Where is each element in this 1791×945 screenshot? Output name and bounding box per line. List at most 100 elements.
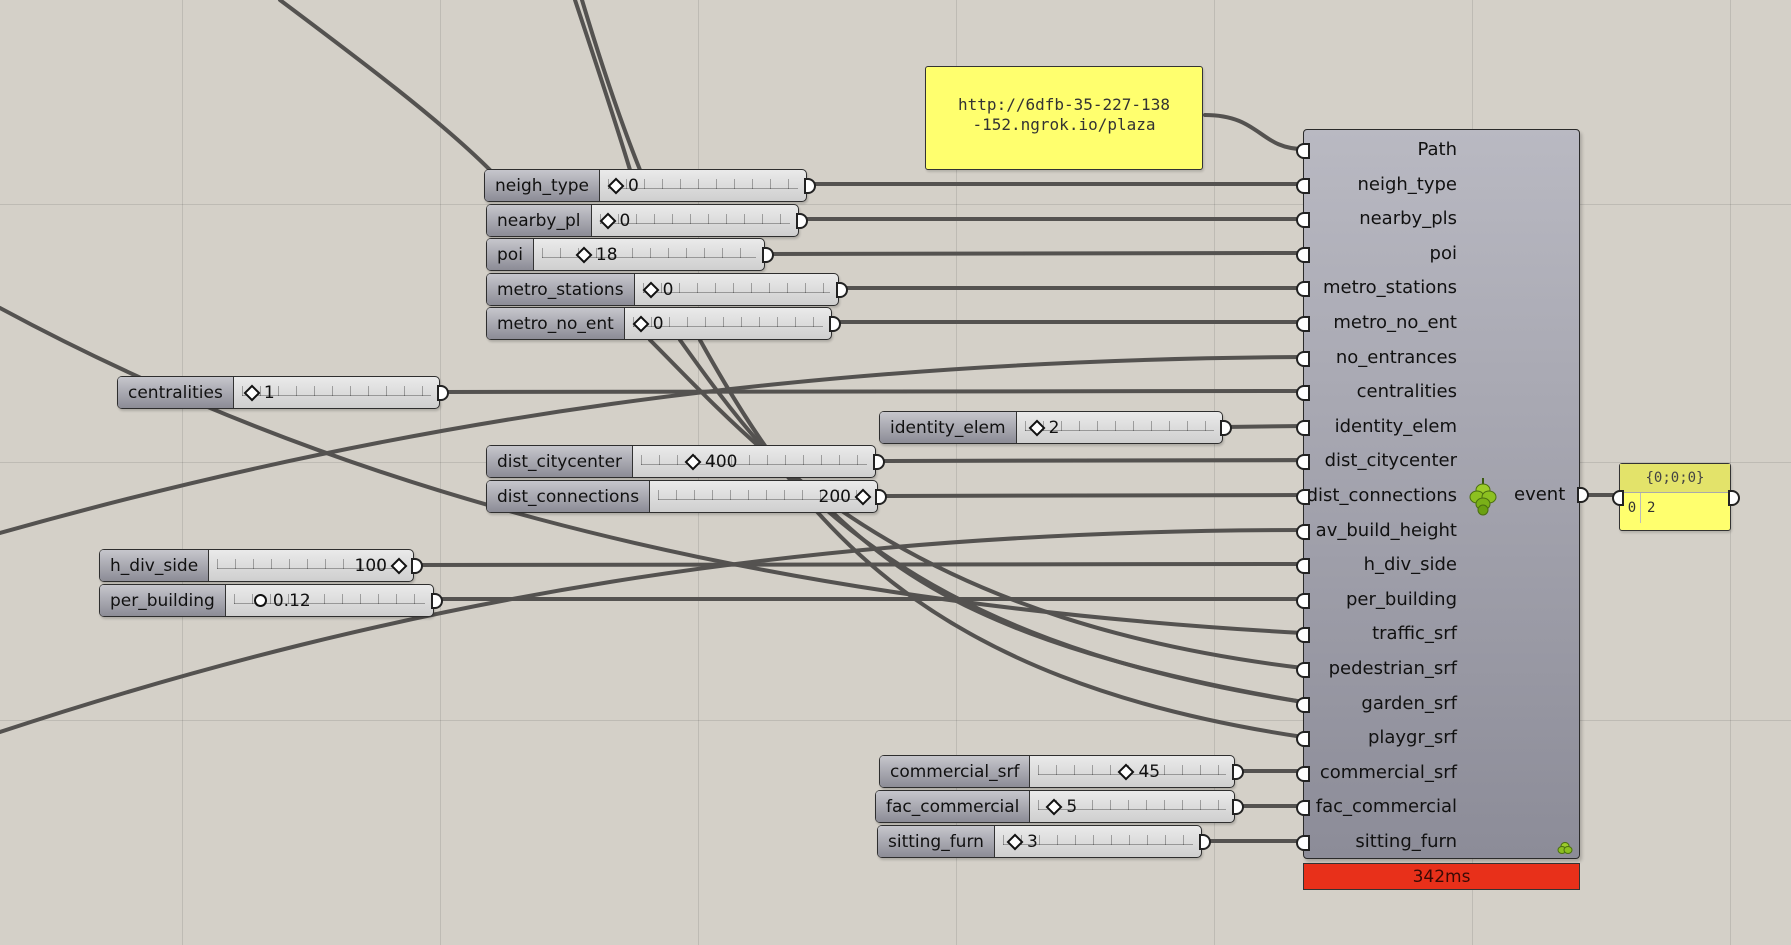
- output-port[interactable]: [431, 592, 443, 609]
- slider-track[interactable]: 18: [534, 239, 764, 270]
- slider-label: commercial_srf: [880, 756, 1031, 787]
- slider-label: dist_connections: [487, 481, 651, 512]
- slider-centralities[interactable]: centralities 1: [117, 376, 449, 409]
- output-port[interactable]: [875, 488, 887, 505]
- slider-value: 3: [1026, 831, 1038, 852]
- input-port[interactable]: [1296, 696, 1310, 713]
- slider-track[interactable]: 400: [633, 446, 875, 477]
- input-param: dist_connections: [1306, 485, 1457, 506]
- input-port[interactable]: [1296, 558, 1310, 575]
- slider-track[interactable]: 1: [234, 377, 439, 408]
- slider-metro_stations[interactable]: metro_stations 0: [486, 273, 848, 306]
- output-port[interactable]: [796, 212, 808, 229]
- output-port[interactable]: [411, 557, 423, 574]
- input-port[interactable]: [1296, 143, 1310, 159]
- input-port[interactable]: [1296, 212, 1310, 229]
- input-port[interactable]: [1296, 662, 1310, 678]
- slider-label: h_div_side: [100, 550, 210, 581]
- output-port[interactable]: [437, 384, 449, 401]
- slider-dist_connections[interactable]: dist_connections 200: [486, 480, 887, 513]
- input-port[interactable]: [1296, 454, 1310, 471]
- slider-knob[interactable]: [243, 384, 261, 401]
- output-port[interactable]: [1728, 490, 1740, 506]
- slider-knob[interactable]: [1028, 419, 1046, 436]
- input-port[interactable]: [1296, 489, 1310, 505]
- slider-track[interactable]: 45: [1030, 756, 1234, 787]
- input-port[interactable]: [1296, 800, 1310, 817]
- output-port[interactable]: [873, 453, 885, 470]
- slider-label: poi: [487, 239, 534, 270]
- slider-track[interactable]: 100: [209, 550, 413, 581]
- output-port[interactable]: [1577, 487, 1589, 503]
- slider-track[interactable]: 0: [600, 170, 806, 201]
- output-port[interactable]: [1220, 419, 1232, 436]
- slider-track[interactable]: 5: [1030, 791, 1234, 822]
- output-port[interactable]: [1232, 763, 1244, 780]
- input-port[interactable]: [1296, 281, 1310, 298]
- slider-knob[interactable]: [684, 453, 702, 470]
- input-port[interactable]: [1296, 316, 1310, 332]
- output-port[interactable]: [829, 315, 841, 332]
- slider-track[interactable]: 0: [625, 308, 831, 339]
- output-port[interactable]: [1199, 833, 1211, 850]
- slider-knob[interactable]: [642, 281, 660, 298]
- slider-knob[interactable]: [1006, 833, 1024, 850]
- input-port[interactable]: [1296, 731, 1310, 748]
- slider-value: 0: [628, 175, 639, 196]
- slider-nearby_pl[interactable]: nearby_pl 0: [486, 204, 808, 237]
- input-port[interactable]: [1296, 246, 1310, 263]
- slider-knob[interactable]: [575, 246, 593, 263]
- slider-commercial_srf[interactable]: commercial_srf 45: [879, 755, 1244, 788]
- output-port[interactable]: [1232, 798, 1244, 815]
- output-port[interactable]: [836, 281, 848, 298]
- input-port[interactable]: [1296, 385, 1310, 402]
- slider-track[interactable]: 0: [592, 205, 798, 236]
- input-port[interactable]: [1296, 350, 1310, 367]
- slider-value: 0: [652, 313, 664, 334]
- url-line-2: -152.ngrok.io/plaza: [972, 115, 1156, 134]
- slider-dist_citycenter[interactable]: dist_citycenter 400: [486, 445, 885, 478]
- hops-icon: [1468, 478, 1498, 516]
- slider-track[interactable]: 0.12: [226, 585, 433, 616]
- slider-neigh_type[interactable]: neigh_type 0: [484, 169, 816, 202]
- slider-sitting_furn[interactable]: sitting_furn 3: [877, 825, 1211, 858]
- slider-knob[interactable]: [1045, 798, 1063, 815]
- slider-label: metro_no_ent: [487, 308, 625, 339]
- slider-fac_commercial[interactable]: fac_commercial 5: [875, 790, 1244, 823]
- slider-label: metro_stations: [487, 274, 635, 305]
- slider-knob[interactable]: [632, 315, 650, 332]
- slider-knob[interactable]: [607, 177, 625, 194]
- input-port[interactable]: [1296, 765, 1310, 782]
- input-port[interactable]: [1296, 627, 1310, 644]
- slider-label: dist_citycenter: [487, 446, 634, 477]
- input-param: traffic_srf: [1372, 623, 1457, 645]
- slider-value: 200: [818, 486, 851, 507]
- slider-knob[interactable]: [1117, 763, 1135, 780]
- slider-per_building[interactable]: per_building 0.12: [99, 584, 443, 617]
- slider-knob[interactable]: [390, 557, 408, 574]
- slider-knob[interactable]: [253, 594, 267, 607]
- slider-track[interactable]: 3: [995, 826, 1201, 857]
- slider-knob[interactable]: [599, 212, 617, 229]
- slider-poi[interactable]: poi 18: [486, 238, 774, 271]
- input-port[interactable]: [1296, 523, 1310, 540]
- slider-label: centralities: [118, 377, 234, 408]
- slider-track[interactable]: 200: [650, 481, 877, 512]
- input-port[interactable]: [1612, 490, 1624, 506]
- output-panel[interactable]: {0;0;0} 0 2: [1612, 463, 1740, 531]
- slider-identity_elem[interactable]: identity_elem 2: [879, 411, 1232, 444]
- slider-h_div_side[interactable]: h_div_side 100: [99, 549, 423, 582]
- slider-metro_no_ent[interactable]: metro_no_ent 0: [486, 307, 841, 340]
- slider-track[interactable]: 2: [1017, 412, 1222, 443]
- input-param: dist_citycenter: [1324, 450, 1457, 472]
- output-port[interactable]: [804, 177, 816, 194]
- output-port[interactable]: [762, 246, 774, 263]
- slider-knob[interactable]: [854, 488, 872, 505]
- url-panel[interactable]: http://6dfb-35-227-138 -152.ngrok.io/pla…: [925, 66, 1203, 170]
- slider-track[interactable]: 0: [635, 274, 838, 305]
- input-port[interactable]: [1296, 592, 1310, 609]
- input-port[interactable]: [1296, 419, 1310, 436]
- input-port[interactable]: [1296, 177, 1310, 194]
- input-port[interactable]: [1296, 835, 1310, 851]
